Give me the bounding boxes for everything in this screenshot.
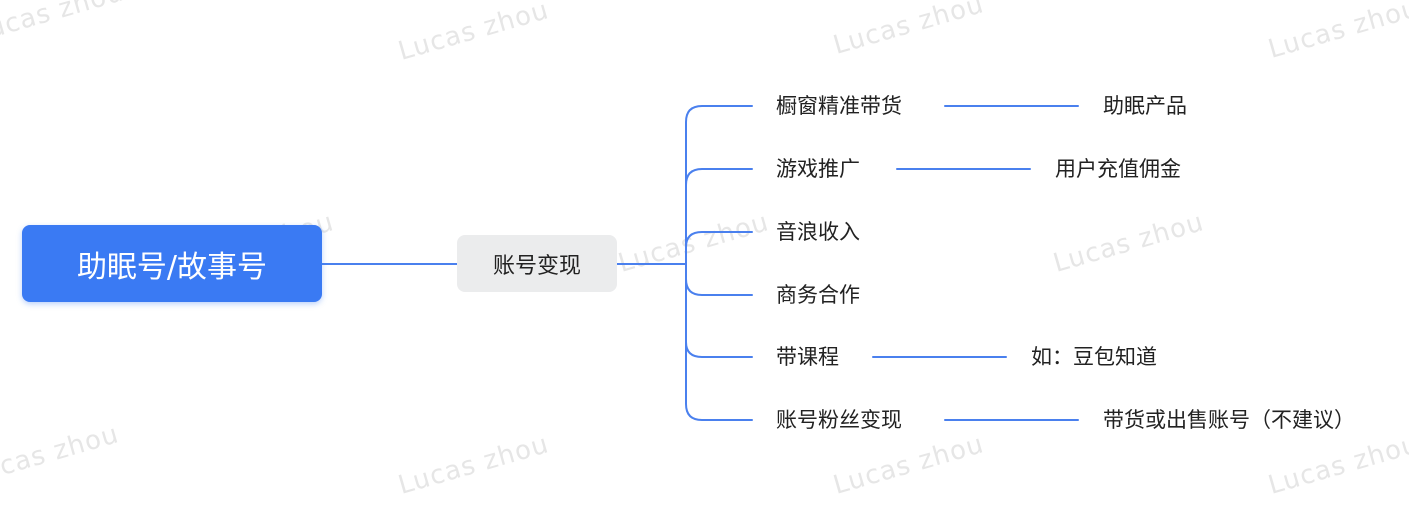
item-node[interactable]: 商务合作: [776, 283, 860, 307]
edge-to-item-4: [685, 263, 753, 296]
detail-node[interactable]: 助眠产品: [1103, 94, 1187, 118]
edge-to-item-3: [685, 231, 753, 265]
item-node[interactable]: 游戏推广: [776, 157, 860, 181]
detail-node[interactable]: 如：豆包知道: [1031, 345, 1157, 369]
root-node[interactable]: 助眠号/故事号: [22, 225, 322, 302]
root-node-label: 助眠号/故事号: [76, 249, 268, 285]
branch-node[interactable]: 账号变现: [457, 235, 617, 292]
edge-to-item-5: [685, 263, 753, 358]
item-node[interactable]: 带课程: [776, 345, 839, 369]
item-node[interactable]: 音浪收入: [776, 220, 860, 244]
edge-to-item-2: [685, 168, 753, 265]
item-node[interactable]: 橱窗精准带货: [776, 94, 902, 118]
edge-to-item-1: [685, 105, 753, 265]
detail-node[interactable]: 带货或出售账号（不建议）: [1103, 408, 1355, 432]
edge-to-item-6: [685, 263, 753, 421]
detail-node[interactable]: 用户充值佣金: [1055, 157, 1181, 181]
item-node[interactable]: 账号粉丝变现: [776, 408, 902, 432]
branch-node-label: 账号变现: [492, 253, 581, 279]
